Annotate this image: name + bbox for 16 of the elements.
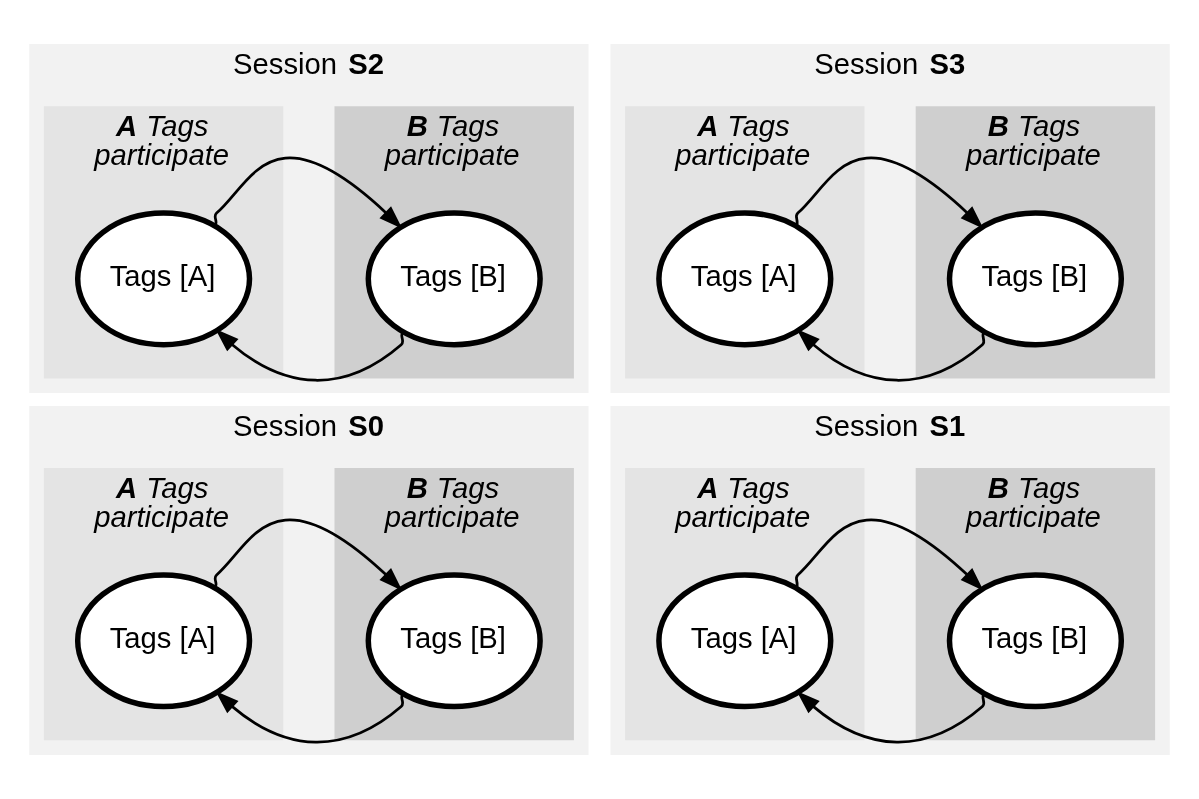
arrow — [794, 518, 984, 591]
arrow — [215, 329, 405, 382]
node-ellipse: Tags [A] — [74, 210, 253, 348]
arrow — [213, 518, 403, 591]
node-ellipse: Tags [A] — [656, 572, 834, 710]
arrow — [215, 690, 405, 744]
node-ellipse: Tags [A] — [74, 572, 253, 710]
node-ellipse: Tags [A] — [656, 210, 834, 348]
arrow — [796, 690, 986, 744]
node-ellipse: Tags [B] — [365, 572, 543, 710]
arrow — [796, 329, 986, 382]
node-ellipse: Tags [B] — [365, 210, 543, 348]
node-ellipse: Tags [B] — [946, 210, 1125, 348]
node-ellipse: Tags [B] — [946, 572, 1125, 710]
arrow — [794, 156, 984, 229]
arrow — [213, 156, 403, 229]
